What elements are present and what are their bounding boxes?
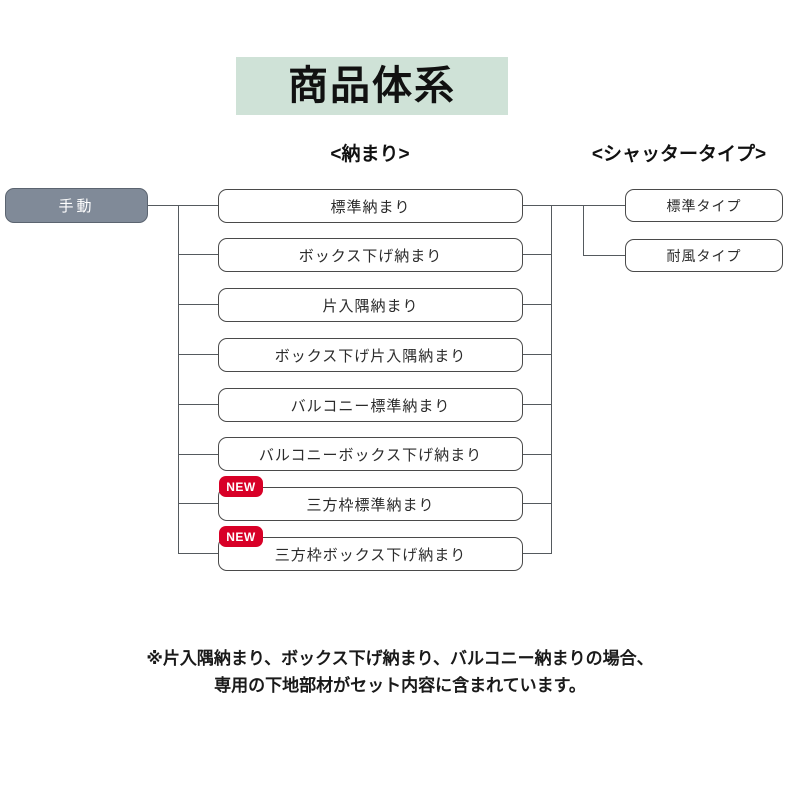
- node-label-8: 三方枠ボックス下げ納まり: [274, 546, 467, 564]
- connector-root-to-spine: [148, 205, 178, 206]
- root-node-manual[interactable]: 手動: [5, 188, 148, 223]
- footnote: ※片入隅納まり、ボックス下げ納まり、バルコニー納まりの場合、 専用の下地部材がセ…: [60, 645, 740, 699]
- node-label-2: ボックス下げ納まり: [298, 247, 443, 265]
- connector-collect-6: [523, 454, 552, 455]
- node-box-7[interactable]: 三方枠標準納まり: [218, 487, 523, 521]
- type-label-standard: 標準タイプ: [666, 197, 742, 214]
- column-header-naval: <納まり>: [330, 144, 410, 165]
- type-box-wind-resistant[interactable]: 耐風タイプ: [625, 239, 783, 272]
- connector-branch-3: [178, 304, 218, 305]
- connector-collect-2: [523, 254, 552, 255]
- node-label-1: 標準納まり: [330, 198, 411, 216]
- connector-collect-4: [523, 354, 552, 355]
- new-badge-item-8: NEW: [219, 526, 263, 547]
- connector-collect-8: [523, 553, 552, 554]
- connector-collect-5: [523, 404, 552, 405]
- node-box-6[interactable]: バルコニーボックス下げ納まり: [218, 437, 523, 471]
- connector-collect-3: [523, 304, 552, 305]
- new-badge-item-7: NEW: [219, 476, 263, 497]
- node-box-8[interactable]: 三方枠ボックス下げ納まり: [218, 537, 523, 571]
- title-banner: 商品体系: [236, 57, 508, 115]
- page-title: 商品体系: [288, 64, 456, 108]
- connector-type-branch-spine: [583, 205, 584, 255]
- node-label-4: ボックス下げ片入隅納まり: [274, 347, 467, 365]
- node-label-6: バルコニーボックス下げ納まり: [258, 446, 483, 464]
- connector-branch-4: [178, 354, 218, 355]
- footnote-line-1: ※片入隅納まり、ボックス下げ納まり、バルコニー納まりの場合、: [146, 649, 654, 668]
- connector-branch-5: [178, 404, 218, 405]
- root-node-label: 手動: [58, 198, 95, 215]
- connector-branch-1: [178, 205, 218, 206]
- node-label-5: バルコニー標準納まり: [290, 397, 451, 415]
- connector-collect-1: [523, 205, 552, 206]
- node-box-4[interactable]: ボックス下げ片入隅納まり: [218, 338, 523, 372]
- connector-branch-7: [178, 503, 218, 504]
- connector-branch-2: [178, 254, 218, 255]
- connector-branch-8: [178, 553, 218, 554]
- node-label-3: 片入隅納まり: [322, 297, 419, 315]
- connector-type-branch-1: [583, 205, 625, 206]
- node-box-3[interactable]: 片入隅納まり: [218, 288, 523, 322]
- connector-right-spine: [551, 205, 552, 553]
- type-box-standard[interactable]: 標準タイプ: [625, 189, 783, 222]
- connector-spine-to-type-branch: [551, 205, 583, 206]
- connector-collect-7: [523, 503, 552, 504]
- node-box-2[interactable]: ボックス下げ納まり: [218, 238, 523, 272]
- connector-left-spine: [178, 205, 179, 553]
- connector-branch-6: [178, 454, 218, 455]
- new-badge-label-7: NEW: [226, 479, 256, 494]
- node-box-5[interactable]: バルコニー標準納まり: [218, 388, 523, 422]
- type-label-wind-resistant: 耐風タイプ: [666, 247, 742, 264]
- column-header-shutter-type: <シャッタータイプ>: [591, 144, 767, 165]
- footnote-line-2: 専用の下地部材がセット内容に含まれています。: [214, 676, 586, 696]
- connector-type-branch-2: [583, 255, 625, 256]
- node-label-7: 三方枠標準納まり: [306, 496, 435, 514]
- node-box-1[interactable]: 標準納まり: [218, 189, 523, 223]
- new-badge-label-8: NEW: [226, 529, 256, 544]
